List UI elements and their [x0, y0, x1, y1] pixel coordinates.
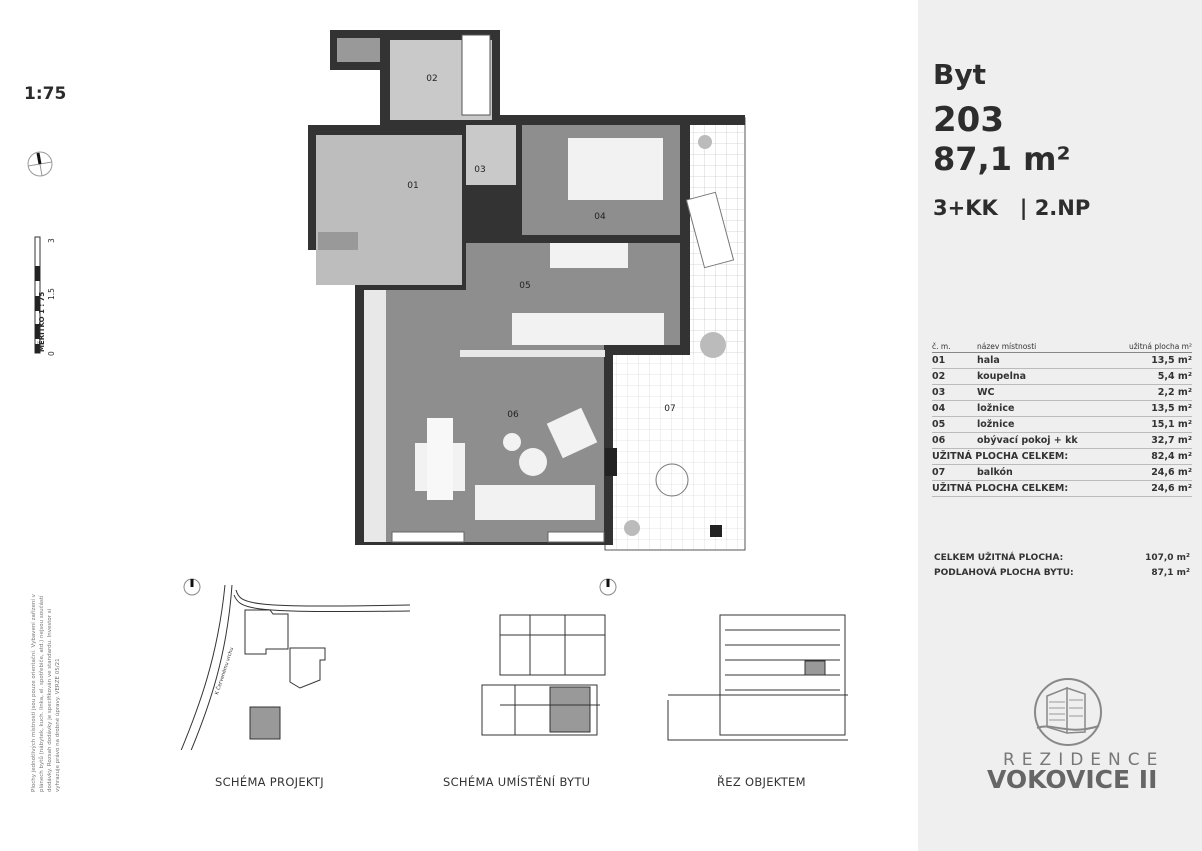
summary-value: 107,0 m² [1145, 553, 1190, 563]
disclaimer-note: Plochy jednotlivých místností jsou pouze… [31, 594, 61, 792]
col-name: název místnosti [977, 341, 1110, 353]
room-label-06: 06 [507, 410, 519, 420]
room-area: 5,4 m² [1109, 368, 1192, 385]
street-label: K Červenému vrchu [213, 646, 235, 695]
schema-drawings: K Červenému vrchu [180, 578, 848, 750]
room-label-02: 02 [426, 74, 437, 84]
room-name: hala [977, 352, 1110, 369]
room-area: 13,5 m² [1109, 400, 1192, 417]
col-area: užitná plocha m² [1109, 341, 1192, 353]
room-no: 05 [932, 416, 977, 433]
room-area: 2,2 m² [1109, 384, 1192, 401]
subtotal-label: UŽITNÁ PLOCHA CELKEM: [932, 480, 1110, 497]
subtotal-row: UŽITNÁ PLOCHA CELKEM:82,4 m² [932, 448, 1192, 465]
section-label: ŘEZ OBJEKTEM [717, 775, 806, 789]
room-no: 02 [932, 368, 977, 385]
room-area: 15,1 m² [1109, 416, 1192, 433]
apartment-type-floor: 3+KK | 2.NP [933, 196, 1090, 220]
room-no: 01 [932, 352, 977, 369]
subtotal-label: UŽITNÁ PLOCHA CELKEM: [932, 448, 1110, 465]
room-area: 24,6 m² [1109, 464, 1192, 481]
apartment-title: Byt [933, 58, 986, 91]
apartment-type: 3+KK [933, 196, 998, 220]
room-area: 32,7 m² [1109, 432, 1192, 449]
section-schema [667, 614, 848, 741]
room-label-04: 04 [594, 212, 606, 222]
subtotal-row: UŽITNÁ PLOCHA CELKEM:24,6 m² [932, 480, 1192, 497]
apartment-number: 203 [933, 100, 1004, 140]
summary: CELKEM UŽITNÁ PLOCHA: 107,0 m² PODLAHOVÁ … [934, 553, 1190, 583]
room-name: WC [977, 384, 1110, 401]
room-name: ložnice [977, 400, 1110, 417]
room-no: 03 [932, 384, 977, 401]
room-name: koupelna [977, 368, 1110, 385]
schema-project-label: SCHÉMA PROJEKTJ [215, 775, 324, 789]
logo-text-bottom: VOKOVICE II [987, 765, 1158, 794]
room-01 [316, 135, 462, 285]
room-no: 04 [932, 400, 977, 417]
room-name: ložnice [977, 416, 1110, 433]
room-no: 06 [932, 432, 977, 449]
scale-bar [34, 236, 41, 354]
site-plan: K Červenému vrchu [180, 578, 411, 750]
logo-text-top: REZIDENCE [1003, 750, 1165, 770]
schema-placement-label: SCHÉMA UMÍSTĚNÍ BYTU [443, 775, 591, 789]
room-name: balkón [977, 464, 1110, 481]
room-label-07: 07 [664, 404, 675, 414]
apartment-area: 87,1 m² [933, 140, 1071, 178]
floor-plan: 01 02 03 04 05 06 07 [308, 30, 746, 551]
info-panel: Byt 203 87,1 m² 3+KK | 2.NP č. m. název … [918, 0, 1202, 851]
summary-label: PODLAHOVÁ PLOCHA BYTU: [934, 568, 1074, 578]
room-name: obývací pokoj + kk [977, 432, 1110, 449]
summary-row: PODLAHOVÁ PLOCHA BYTU: 87,1 m² [934, 568, 1190, 583]
apartment-floor: 2.NP [1034, 196, 1091, 220]
room-label-03: 03 [474, 165, 485, 175]
subtotal-area: 82,4 m² [1109, 448, 1192, 465]
room-no: 07 [932, 464, 977, 481]
north-arrow-icon [27, 151, 53, 177]
summary-value: 87,1 m² [1151, 568, 1190, 578]
subtotal-area: 24,6 m² [1109, 480, 1192, 497]
room-03 [466, 125, 516, 185]
room-label-01: 01 [407, 181, 418, 191]
rooms-table: č. m. název místnosti užitná plocha m² 0… [932, 341, 1192, 497]
logo-building-icon [1034, 678, 1102, 746]
scale-text: 1:75 [24, 84, 67, 104]
summary-row: CELKEM UŽITNÁ PLOCHA: 107,0 m² [934, 553, 1190, 568]
col-no: č. m. [932, 341, 977, 353]
summary-label: CELKEM UŽITNÁ PLOCHA: [934, 553, 1064, 563]
floor-schema [481, 578, 617, 736]
room-label-05: 05 [519, 281, 530, 291]
separator: | [1019, 196, 1028, 220]
room-area: 13,5 m² [1109, 352, 1192, 369]
